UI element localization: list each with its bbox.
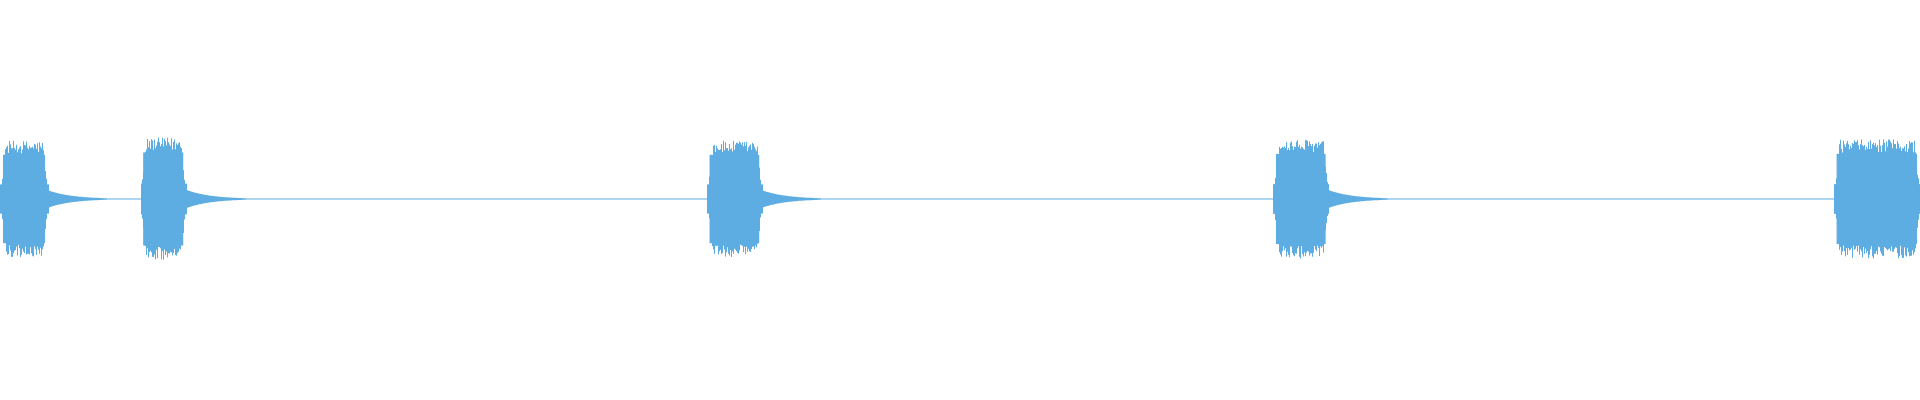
waveform-burst-3 xyxy=(709,154,760,244)
waveform-burst-1 xyxy=(3,154,45,244)
waveform-burst-4 xyxy=(1275,153,1326,245)
waveform-burst-2 xyxy=(143,152,184,246)
waveform-burst-5 xyxy=(1836,153,1917,245)
